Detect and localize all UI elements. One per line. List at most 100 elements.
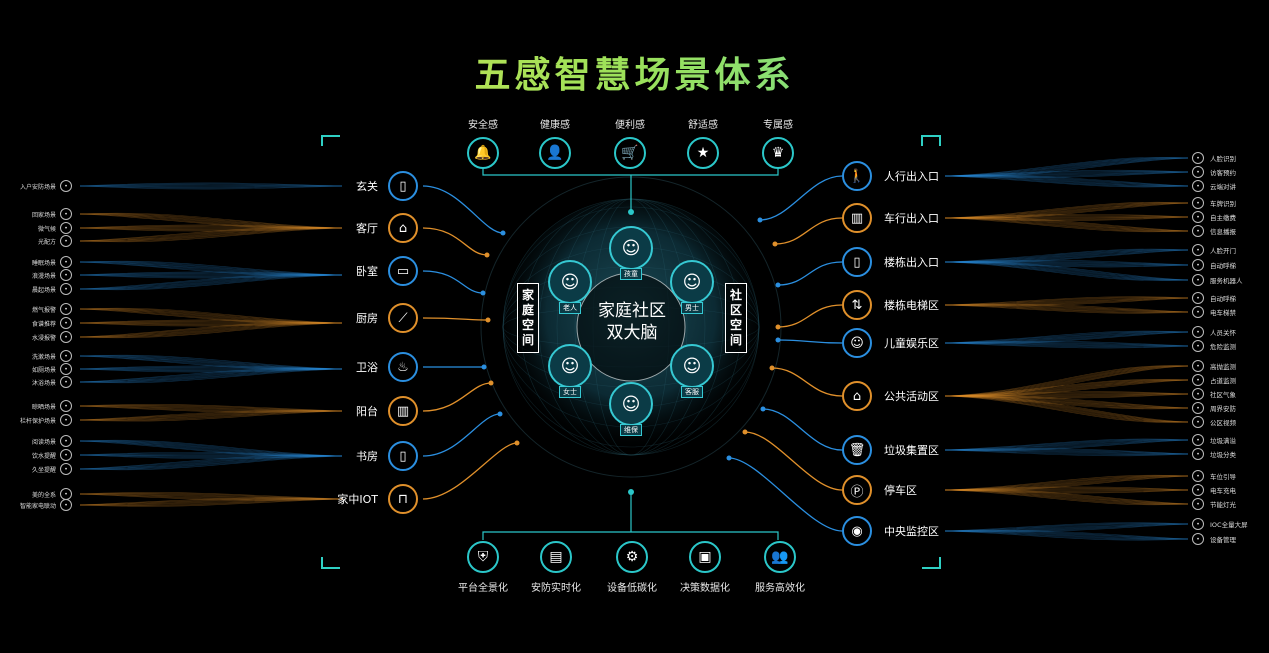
feature-icon: •: [60, 400, 72, 412]
feature-icon: •: [1192, 274, 1204, 286]
right-feature: •自动呼梯: [1192, 291, 1236, 305]
right-feature-label: 电车梯禁: [1210, 309, 1236, 317]
feature-icon: •: [1192, 360, 1204, 372]
right-feature: •垃圾满溢: [1192, 433, 1236, 447]
sense-item: 安全感🔔: [448, 116, 518, 169]
left-feature-label: 久坐提醒: [31, 466, 56, 474]
home-room-label: 阳台: [356, 405, 378, 418]
community-area: ☺儿童娱乐区: [842, 328, 939, 358]
feature-icon: •: [1192, 498, 1204, 510]
feature-icon: •: [1192, 326, 1204, 338]
community-area-label: 楼栋出入口: [884, 256, 939, 269]
feature-icon: •: [60, 317, 72, 329]
community-area-label: 垃圾集置区: [884, 444, 939, 457]
left-feature: 食谱推荐•: [0, 316, 72, 330]
persona-label: 维保: [620, 424, 642, 436]
right-feature: •垃圾分类: [1192, 447, 1236, 461]
feature-icon: •: [60, 303, 72, 315]
home-room: 厨房⟋: [318, 303, 418, 333]
feature-icon: •: [1192, 448, 1204, 460]
left-feature-label: 晾晒场景: [31, 403, 56, 411]
right-feature: •信息播报: [1192, 224, 1236, 238]
left-feature: 入户安防场景•: [0, 179, 72, 193]
feature-icon: •: [1192, 259, 1204, 271]
community-area: ⌂公共活动区: [842, 381, 939, 411]
feature-icon: •: [60, 376, 72, 388]
pillar-label: 平台全景化: [458, 583, 508, 594]
pillar-item: ▤安防实时化: [516, 541, 596, 594]
home-room: 卫浴♨: [318, 352, 418, 382]
home-room: 阳台▥: [318, 396, 418, 426]
persona-avatar-icon: ☺: [609, 226, 653, 270]
feature-icon: •: [1192, 244, 1204, 256]
right-feature-label: 高抛监测: [1210, 363, 1236, 371]
feature-icon: •: [60, 331, 72, 343]
left-feature-label: 光配方: [37, 238, 56, 246]
right-feature: •自主缴费: [1192, 210, 1236, 224]
right-feature: •人脸识别: [1192, 151, 1236, 165]
right-feature-label: 云端对讲: [1210, 183, 1236, 191]
home-room: 卧室▭: [318, 256, 418, 286]
left-feature-label: 如厕场景: [31, 366, 56, 374]
right-feature-label: 节能灯光: [1210, 501, 1236, 509]
feature-icon: •: [1192, 388, 1204, 400]
persona-avatar-icon: ☺: [548, 344, 592, 388]
left-feature: 燃气报警•: [0, 302, 72, 316]
sense-item: 专属感♛: [743, 116, 813, 169]
home-room-label: 厨房: [356, 312, 378, 325]
feature-icon: •: [1192, 416, 1204, 428]
left-feature-label: 美的全系: [31, 491, 56, 499]
left-feature-label: 栏杆保护场景: [19, 417, 56, 425]
center-title: 家庭社区 双大脑: [578, 300, 686, 344]
page-title: 五感智慧场景体系: [0, 46, 1269, 98]
community-area: 🚶人行出入口: [842, 161, 939, 191]
right-feature-label: 公区视频: [1210, 419, 1236, 427]
robot-icon: ⊓: [388, 484, 418, 514]
community-space-label: 社区空间: [725, 283, 747, 353]
feature-icon: •: [1192, 166, 1204, 178]
sense-label: 便利感: [615, 120, 645, 131]
persona-avatar-icon: ☺: [670, 344, 714, 388]
person-icon: 👤: [539, 137, 571, 169]
feature-icon: •: [1192, 533, 1204, 545]
right-feature: •车牌识别: [1192, 196, 1236, 210]
home-space-label: 家庭空间: [517, 283, 539, 353]
persona-3: ☺女士: [548, 344, 592, 398]
community-area: ▥车行出入口: [842, 203, 939, 233]
right-feature-label: 人员关怀: [1210, 329, 1236, 337]
feature-icon: •: [60, 414, 72, 426]
feature-icon: •: [60, 180, 72, 192]
right-feature: •服务机器人: [1192, 273, 1243, 287]
left-feature: 久坐提醒•: [0, 462, 72, 476]
trash-icon: 🗑: [842, 435, 872, 465]
persona-1: ☺老人: [548, 260, 592, 314]
left-feature: 睡眠场景•: [0, 255, 72, 269]
right-feature: • 公区视频: [1192, 415, 1236, 429]
community-area-label: 公共活动区: [884, 390, 939, 403]
persona-avatar-icon: ☺: [670, 260, 714, 304]
community-area: ⇅楼栋电梯区: [842, 290, 939, 320]
right-feature: •电车梯禁: [1192, 305, 1236, 319]
community-area-label: 儿童娱乐区: [884, 337, 939, 350]
feature-icon: •: [1192, 180, 1204, 192]
right-feature: • 云端对讲: [1192, 179, 1236, 193]
feature-icon: •: [1192, 340, 1204, 352]
feature-icon: •: [60, 499, 72, 511]
feature-icon: •: [1192, 374, 1204, 386]
feature-icon: •: [60, 283, 72, 295]
monitor-icon: ▣: [689, 541, 721, 573]
cart-icon: 🛒: [614, 137, 646, 169]
feature-icon: •: [60, 235, 72, 247]
people-icon: 👥: [764, 541, 796, 573]
feature-icon: •: [1192, 152, 1204, 164]
community-area-label: 车行出入口: [884, 212, 939, 225]
corner-bracket: [921, 135, 941, 146]
elevator-icon: ⇅: [842, 290, 872, 320]
sense-label: 舒适感: [688, 120, 718, 131]
left-feature-label: 睡眠场景: [31, 259, 56, 267]
left-feature: 晨起场景•: [0, 282, 72, 296]
right-feature-label: 电车充电: [1210, 487, 1236, 495]
home-room: 客厅⌂: [318, 213, 418, 243]
right-feature: •电车充电: [1192, 483, 1236, 497]
